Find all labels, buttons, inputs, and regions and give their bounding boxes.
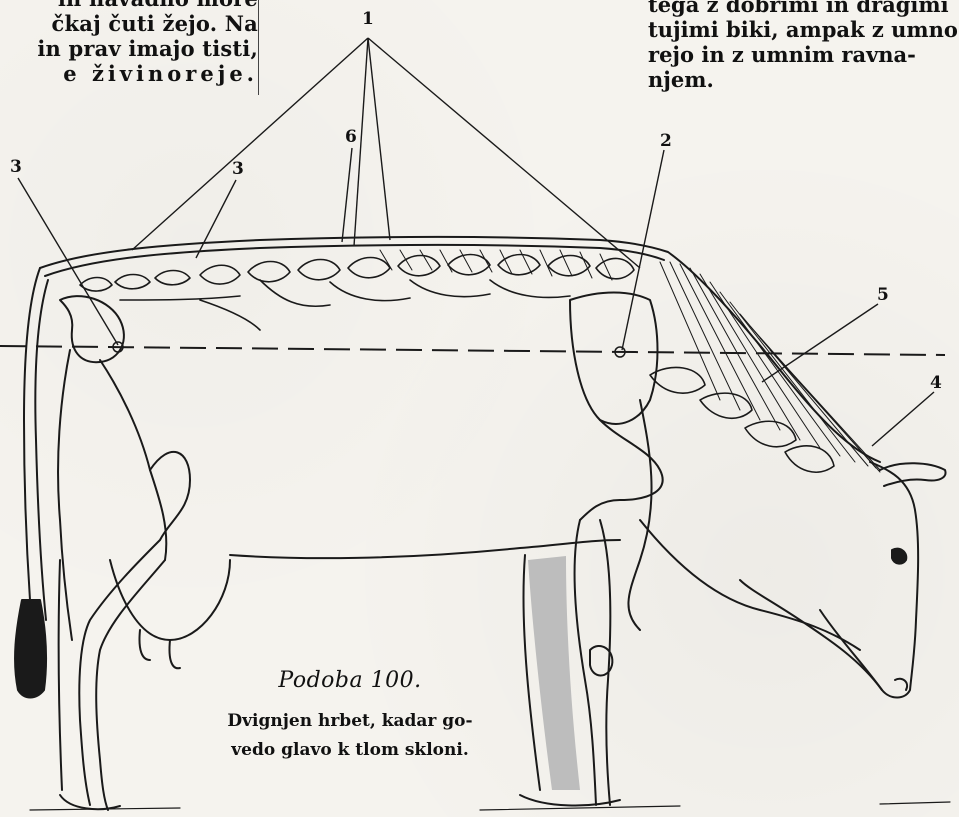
front-hoof [520, 795, 620, 805]
ground-line [30, 802, 950, 810]
chest [628, 400, 651, 630]
eye [892, 549, 906, 564]
label-1: 1 [362, 9, 374, 29]
label-4: 4 [930, 373, 942, 393]
front-leg-bone-2 [600, 520, 610, 805]
vertebrae [80, 255, 634, 331]
pointer-2 [622, 150, 664, 350]
pointer-6 [342, 148, 352, 242]
horn [880, 463, 946, 486]
hind-thigh [100, 360, 166, 560]
pointer-4 [872, 392, 934, 446]
teat-1 [139, 630, 150, 660]
pointer-3-right [196, 180, 236, 258]
figure-caption: Podoba 100. Dvignjen hrbet, kadar go- ve… [205, 668, 495, 765]
back-outline-inner [45, 245, 664, 276]
hind-thigh-back [58, 350, 72, 640]
scapula [570, 293, 658, 424]
caption-title: Podoba 100. [205, 668, 495, 693]
pointer-1-b [368, 38, 390, 240]
label-3-left: 3 [10, 157, 22, 177]
caption-line: vedo glavo k tlom skloni. [205, 736, 495, 765]
caption-description: Dvignjen hrbet, kadar go- vedo glavo k t… [205, 707, 495, 765]
label-3-right: 3 [232, 159, 244, 179]
pointer-1-c [368, 38, 640, 268]
jaw [820, 610, 882, 690]
caption-line: Dvignjen hrbet, kadar go- [205, 707, 495, 736]
nostril [895, 679, 907, 690]
neck-underline [640, 520, 860, 650]
neck-ligament-hatching [660, 262, 880, 472]
pointer-1-a [132, 38, 368, 250]
label-5: 5 [877, 285, 889, 305]
front-leg-bone [575, 520, 596, 805]
label-6: 6 [345, 127, 357, 147]
pointer-5 [762, 304, 878, 382]
hind-leg-2 [59, 560, 62, 790]
teat-2 [169, 640, 180, 668]
hind-leg-bone [79, 452, 190, 805]
neck-vertebrae [650, 367, 834, 472]
head [740, 462, 918, 698]
label-2: 2 [660, 131, 672, 151]
belly-line [230, 540, 620, 558]
tail-brush [15, 600, 46, 698]
tail-inner [35, 280, 48, 620]
